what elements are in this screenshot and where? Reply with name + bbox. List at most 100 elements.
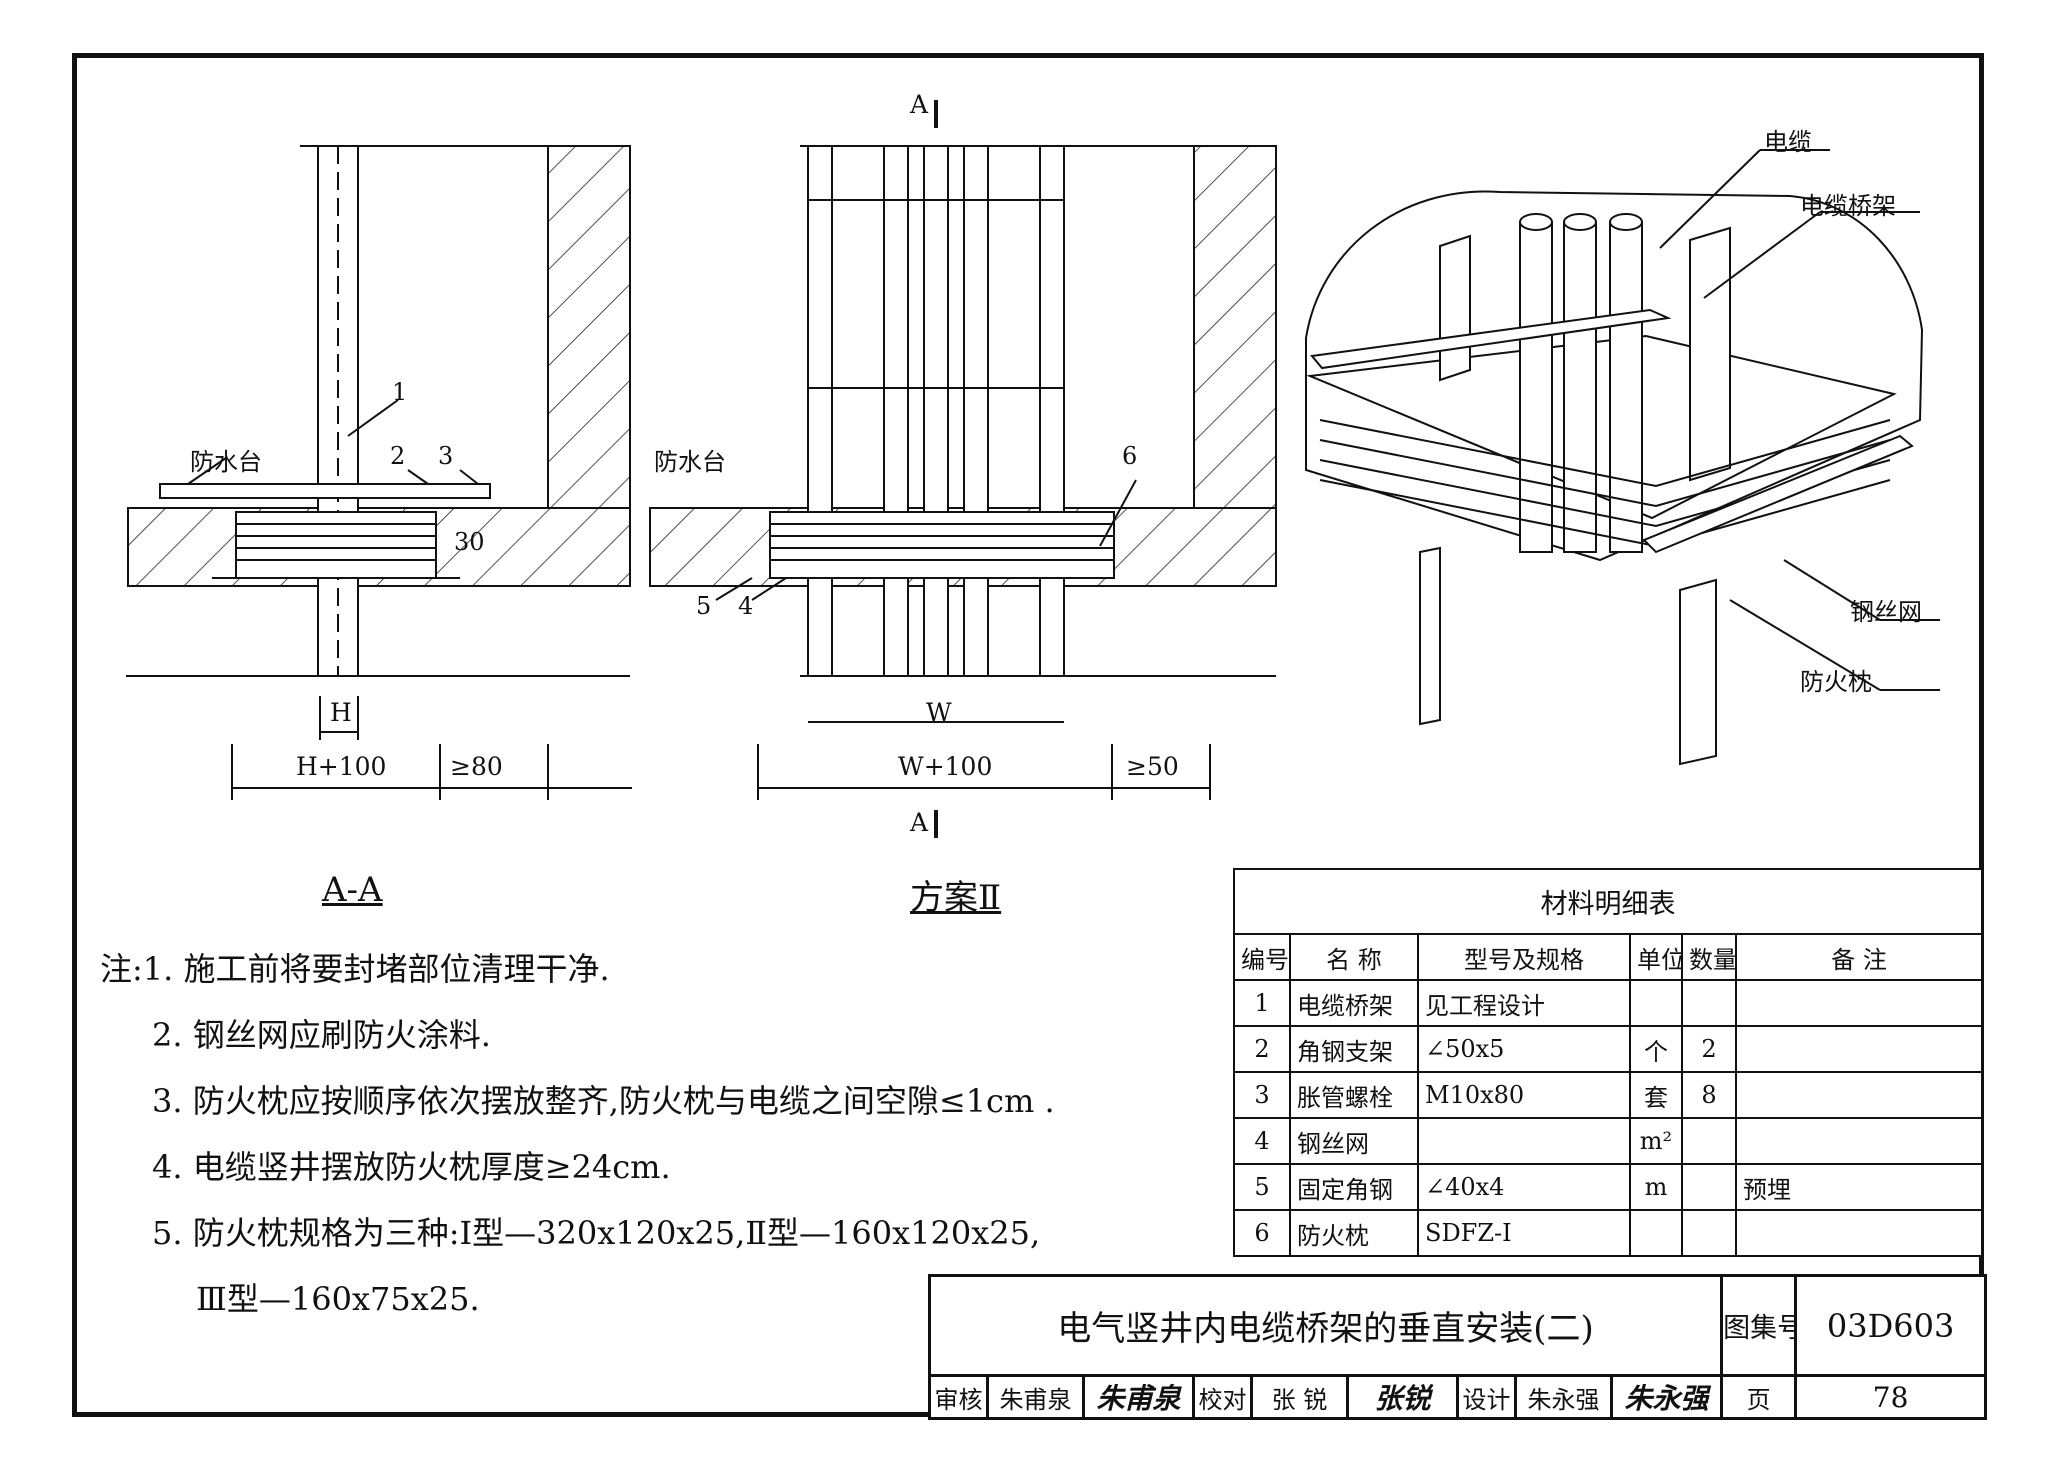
material-table-title: 材料明细表	[1232, 868, 1984, 935]
checker-signature: 张锐	[1346, 1374, 1459, 1420]
isometric-view	[1305, 149, 1940, 766]
check-label: 校对	[1192, 1374, 1253, 1420]
row-unit: m	[1629, 1163, 1683, 1211]
note-line-6: Ⅲ型—160x75x25.	[196, 1280, 480, 1318]
row-remark: 预埋	[1734, 1163, 1984, 1211]
aa-dim-ge80: ≥80	[450, 752, 503, 781]
atlas-label: 图集号	[1720, 1274, 1798, 1377]
row-unit: 个	[1629, 1025, 1683, 1073]
table-row: 2 角钢支架 ∠50x5 个 2	[1233, 1025, 1984, 1073]
row-no: 4	[1233, 1117, 1291, 1165]
material-table-header: 编号 名 称 型号及规格 单位 数量 备 注	[1233, 933, 1984, 981]
row-remark	[1734, 1071, 1984, 1119]
s2-wall	[1193, 145, 1277, 509]
s2-dim-ge50: ≥50	[1126, 752, 1179, 781]
aa-label-item-3: 3	[438, 442, 454, 470]
header-spec: 型号及规格	[1417, 933, 1631, 981]
row-remark	[1734, 1117, 1984, 1165]
header-no: 编号	[1233, 933, 1291, 981]
s2-label-item-4: 4	[738, 592, 754, 620]
s2-label-item-6: 6	[1122, 442, 1138, 470]
aa-label-fangshuitai: 防水台	[190, 448, 262, 476]
row-qty	[1681, 1163, 1737, 1211]
scheme2-view	[649, 100, 1277, 838]
iso-label-cable-tray: 电缆桥架	[1800, 192, 1896, 220]
aa-fire-pillows	[212, 511, 460, 579]
reviewer-name: 朱甫泉	[986, 1374, 1085, 1420]
aa-dim-30: 30	[454, 528, 485, 556]
row-name: 胀管螺栓	[1289, 1071, 1419, 1119]
s2-dim-w: W	[926, 698, 952, 727]
s2-fire-pillows	[769, 511, 1115, 579]
page-label: 页	[1720, 1374, 1798, 1420]
s2-cable-trays	[807, 145, 1065, 677]
s2-dim-w100: W+100	[898, 752, 993, 781]
iso-cables	[1519, 213, 1643, 553]
note-line-1: 注:1. 施工前将要封堵部位清理干净.	[100, 950, 610, 988]
row-qty: 2	[1681, 1025, 1737, 1073]
atlas-number: 03D603	[1794, 1274, 1988, 1377]
s2-label-item-5: 5	[696, 592, 712, 620]
row-remark	[1734, 1025, 1984, 1073]
row-spec: ∠50x5	[1417, 1025, 1631, 1073]
row-unit	[1629, 979, 1683, 1027]
checker-name: 张 锐	[1250, 1374, 1349, 1420]
row-qty	[1681, 1117, 1737, 1165]
row-no: 1	[1233, 979, 1291, 1027]
row-unit	[1629, 1209, 1683, 1257]
row-qty	[1681, 1209, 1737, 1257]
designer-signature: 朱永强	[1609, 1374, 1724, 1420]
row-spec	[1417, 1117, 1631, 1165]
row-unit: 套	[1629, 1071, 1683, 1119]
row-no: 3	[1233, 1071, 1291, 1119]
row-spec: M10x80	[1417, 1071, 1631, 1119]
header-qty: 数量	[1681, 933, 1737, 981]
designer-name: 朱永强	[1514, 1374, 1613, 1420]
s2-label-fangshuitai: 防水台	[654, 448, 726, 476]
row-name: 钢丝网	[1289, 1117, 1419, 1165]
iso-label-wire-mesh: 钢丝网	[1850, 598, 1922, 626]
aa-label-item-2: 2	[390, 442, 406, 470]
aa-wall	[547, 145, 631, 509]
s2-view-title: 方案Ⅱ	[910, 878, 1002, 918]
iso-angle-bars	[1310, 308, 1914, 554]
reviewer-signature: 朱甫泉	[1082, 1374, 1195, 1420]
aa-angle-bracket	[159, 483, 491, 499]
review-label: 审核	[928, 1374, 989, 1420]
design-label: 设计	[1456, 1374, 1517, 1420]
row-unit: m²	[1629, 1117, 1683, 1165]
section-mark-top: A	[910, 90, 929, 119]
section-mark-bottom: A	[910, 808, 929, 837]
note-line-2: 2. 钢丝网应刷防火涂料.	[152, 1016, 491, 1054]
row-name: 固定角钢	[1289, 1163, 1419, 1211]
table-row: 5 固定角钢 ∠40x4 m 预埋	[1233, 1163, 1984, 1211]
row-qty: 8	[1681, 1071, 1737, 1119]
aa-dim-h100: H+100	[296, 752, 387, 781]
aa-view-title: A-A	[322, 870, 383, 910]
section-aa-view	[126, 145, 632, 800]
row-spec: SDFZ-Ⅰ	[1417, 1209, 1631, 1257]
drawing-title: 电气竖井内电缆桥架的垂直安装(二)	[927, 1274, 1724, 1377]
row-name: 角钢支架	[1289, 1025, 1419, 1073]
header-name: 名 称	[1289, 933, 1419, 981]
row-name: 电缆桥架	[1289, 979, 1419, 1027]
table-row: 6 防火枕 SDFZ-Ⅰ	[1233, 1209, 1984, 1257]
header-unit: 单位	[1629, 933, 1683, 981]
row-remark	[1734, 1209, 1984, 1257]
page-number: 78	[1794, 1374, 1988, 1420]
note-line-5: 5. 防火枕规格为三种:Ⅰ型—320x120x25,Ⅱ型—160x120x25,	[152, 1214, 1041, 1252]
table-row: 3 胀管螺栓 M10x80 套 8	[1233, 1071, 1984, 1119]
table-row: 4 钢丝网 m²	[1233, 1117, 1984, 1165]
note-line-3: 3. 防火枕应按顺序依次摆放整齐,防火枕与电缆之间空隙≤1cm .	[152, 1082, 1055, 1120]
row-qty	[1681, 979, 1737, 1027]
table-row: 1 电缆桥架 见工程设计	[1233, 979, 1984, 1027]
row-spec: 见工程设计	[1417, 979, 1631, 1027]
row-name: 防火枕	[1289, 1209, 1419, 1257]
header-remark: 备 注	[1734, 933, 1984, 981]
iso-label-fire-pillow: 防火枕	[1800, 668, 1872, 696]
material-table: 材料明细表 编号 名 称 型号及规格 单位 数量 备 注 1 电缆桥架 见工程设…	[1232, 868, 1984, 1257]
note-line-4: 4. 电缆竖井摆放防火枕厚度≥24cm.	[152, 1148, 671, 1186]
row-no: 5	[1233, 1163, 1291, 1211]
